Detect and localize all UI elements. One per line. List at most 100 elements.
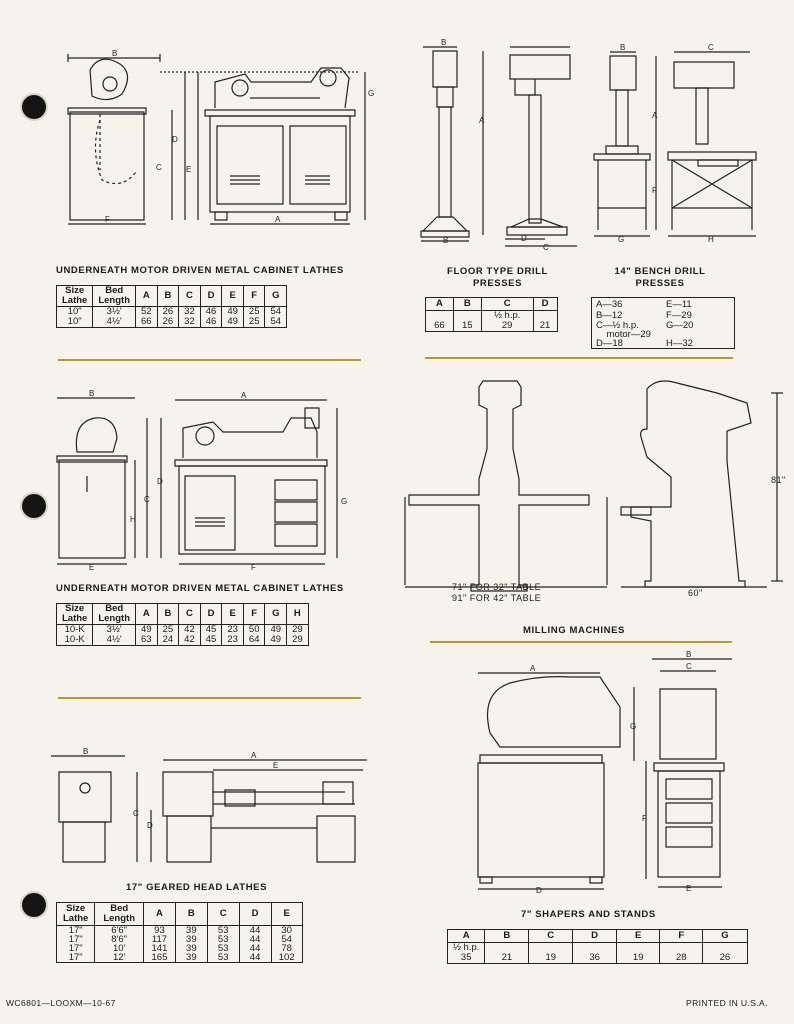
dim-label-b: B — [443, 236, 448, 245]
dim-label-a: A — [241, 391, 247, 400]
header-a: A — [446, 929, 486, 943]
dim-label-a: A — [251, 751, 257, 760]
divider-rule — [430, 641, 732, 643]
floor-drill-caption: FLOOR TYPE DRILL PRESSES — [447, 266, 548, 289]
cell: ½ h.p. 29 — [480, 310, 534, 332]
dim-label-c: C — [543, 243, 549, 252]
geared-lathes-table: Size Lathe Bed Length A B C D E 17"17"17… — [55, 902, 303, 963]
cell: 3½' 4½' — [92, 306, 137, 328]
cell: 25 24 — [156, 624, 180, 646]
cell: ½ h.p. 35 — [446, 942, 486, 964]
cell: 49 49 — [221, 306, 244, 328]
shapers-table: A B C D E F G ½ h.p. 35 21 19 36 19 28 2… — [446, 929, 748, 964]
spec-f: F—29 — [666, 309, 692, 321]
header-bed-length: Bed Length — [92, 603, 137, 625]
header-b: B — [156, 285, 180, 307]
cabinet-lathes-table-2: Size Lathe Bed Length A B C D E F G H 10… — [55, 603, 309, 646]
dim-label-b: B — [89, 389, 94, 398]
cabinet-lathes-caption-1: UNDERNEATH MOTOR DRIVEN METAL CABINET LA… — [56, 265, 344, 276]
dim-label-a: A — [275, 215, 281, 224]
cell: 26 — [702, 942, 748, 964]
milling-caption: MILLING MACHINES — [523, 625, 625, 636]
cell: 26 26 — [156, 306, 180, 328]
cell: 21 — [532, 310, 558, 332]
binder-hole — [22, 494, 46, 518]
milling-machine-drawing — [395, 375, 790, 605]
bench-drill-caption: 14" BENCH DRILL PRESSES — [614, 266, 706, 289]
table-row: 66 15 ½ h.p. 29 21 — [425, 310, 558, 332]
dim-label-e: E — [273, 761, 278, 770]
dim-label-f: F — [642, 814, 647, 823]
milling-width-note-32: 71" FOR 32" TABLE — [452, 582, 542, 592]
header-c: C — [206, 902, 240, 926]
spec-b: B—12 — [596, 309, 623, 321]
dim-label-g: G — [618, 235, 624, 244]
bench-drill-spec-box: A—36 E—11 B—12 F—29 C—½ h.p. motor—29 G—… — [591, 297, 735, 349]
cell: 17"17"17"17" — [55, 925, 96, 963]
header-e: E — [221, 603, 244, 625]
header-e: E — [616, 929, 661, 943]
dim-label-e: E — [186, 165, 191, 174]
header-b: B — [156, 603, 180, 625]
footer-printed: PRINTED IN U.S.A. — [686, 998, 768, 1008]
cell: 42 42 — [178, 624, 201, 646]
header-a: A — [135, 285, 158, 307]
geared-lathe-drawing: B A E C D — [45, 747, 375, 867]
dim-label-b: B — [112, 49, 117, 58]
dim-label-f: F — [251, 563, 256, 572]
header-b: B — [174, 902, 208, 926]
cell: 29 29 — [286, 624, 309, 646]
dim-label-c: C — [133, 809, 139, 818]
cell: 10" 10" — [55, 306, 94, 328]
header-f: F — [242, 285, 266, 307]
footer-code: WC6801—LOOXM—10-67 — [6, 998, 116, 1008]
spec-h: H—32 — [666, 338, 693, 349]
binder-hole — [22, 95, 46, 119]
divider-rule — [425, 357, 733, 359]
dim-label-a: A — [530, 664, 536, 673]
dim-label-c: C — [156, 163, 162, 172]
cell: 54 54 — [264, 306, 288, 328]
dim-label-f: F — [652, 186, 657, 195]
cell: 15 — [452, 310, 482, 332]
header-b: B — [484, 929, 530, 943]
cell: 23 23 — [221, 624, 244, 646]
spec-a: A—36 — [596, 299, 623, 310]
dim-label-a: A — [479, 116, 485, 125]
dim-label-c: C — [686, 662, 692, 671]
cell: 66 — [425, 310, 454, 332]
header-e: E — [221, 285, 244, 307]
header-c: C — [178, 603, 201, 625]
milling-height-label: 81" — [771, 475, 786, 485]
dim-label-g: G — [341, 497, 347, 506]
header-e: E — [270, 902, 303, 926]
cabinet-lathes-caption-2: UNDERNEATH MOTOR DRIVEN METAL CABINET LA… — [56, 583, 344, 594]
cell: 25 25 — [242, 306, 266, 328]
dim-label-e: E — [89, 563, 94, 572]
header-h: H — [286, 603, 309, 625]
header-c: C — [480, 297, 534, 311]
cell: 19 — [528, 942, 574, 964]
dim-label-b: B — [441, 38, 446, 47]
table-row: 10" 10" 3½' 4½' 52 66 26 26 32 32 46 46 … — [55, 306, 288, 328]
cell: 36 — [572, 942, 618, 964]
dim-label-d: D — [157, 477, 163, 486]
header-g: G — [702, 929, 748, 943]
header-a: A — [425, 297, 454, 311]
dim-label-b: B — [620, 43, 625, 52]
bench-drill-drawing: B C A F G H — [590, 43, 770, 244]
header-bed-length: Bed Length — [92, 285, 137, 307]
dim-label-b: B — [83, 747, 88, 756]
cell: 28 — [659, 942, 704, 964]
header-d: D — [238, 902, 272, 926]
header-size-lathe: Size Lathe — [55, 902, 96, 926]
dim-label-f: F — [105, 215, 110, 224]
spec-e: E—11 — [666, 299, 692, 310]
header-g: G — [264, 285, 288, 307]
geared-lathes-caption: 17" GEARED HEAD LATHES — [126, 882, 268, 893]
dim-label-d: D — [536, 886, 542, 895]
shaper-drawing: A D G F B C E — [460, 650, 750, 895]
